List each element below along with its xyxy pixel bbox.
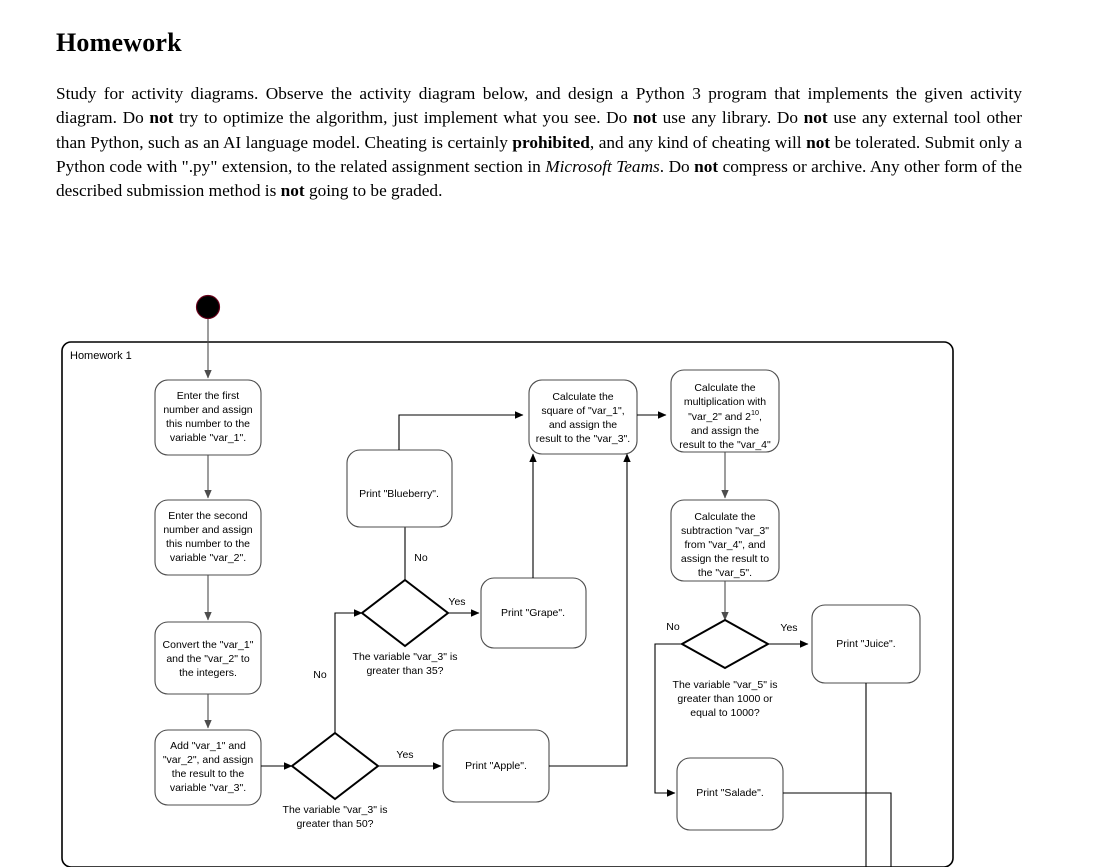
node-add-line-2: "var_2", and assign <box>163 754 254 766</box>
node-add-line-4: variable "var_3". <box>170 782 246 794</box>
paragraph-run-3: not <box>632 108 657 128</box>
node-subtraction-line-4: assign the result to <box>681 553 769 565</box>
edge-label-decision1000-yes: Yes <box>780 622 797 634</box>
start-node-icon <box>195 294 221 320</box>
node-square-line-4: result to the "var_3". <box>536 433 630 445</box>
partition-label: Homework 1 <box>70 350 132 362</box>
node-print-juice-label: Print "Juice". <box>836 638 895 650</box>
node-print-blueberry-label: Print "Blueberry". <box>359 488 439 500</box>
edge-decision50-no-to-decision35 <box>334 609 363 733</box>
node-square-line-1: Calculate the <box>552 391 613 403</box>
node-enter-second-line-4: variable "var_2". <box>170 552 246 564</box>
node-multiplication-line-4: and assign the <box>691 425 759 437</box>
paragraph-run-8: , and any kind of cheating will <box>589 132 807 152</box>
node-subtraction-line-1: Calculate the <box>694 511 755 523</box>
page-title: Homework <box>56 28 182 57</box>
edge-label-decision1000-no: No <box>666 621 680 633</box>
node-convert-line-3: the integers. <box>179 667 237 679</box>
node-square-line-3: and assign the <box>549 419 617 431</box>
paragraph-run-11: Microsoft Teams <box>545 156 660 176</box>
homework-instructions-paragraph: Study for activity diagrams. Observe the… <box>56 82 1022 203</box>
partition-frame <box>61 341 954 867</box>
decision-1000-label-line-3: equal to 1000? <box>690 707 760 719</box>
edge-decision1000-no-to-salade <box>654 643 682 797</box>
decision-var5-ge-1000 <box>679 618 771 670</box>
node-enter-second-line-1: Enter the second <box>168 510 248 522</box>
paragraph-run-5: not <box>803 108 828 128</box>
paragraph-run-0: Study for activity diagrams. Observe the… <box>56 84 1022 128</box>
paragraph-run-16: going to be graded. <box>304 181 443 201</box>
node-print-grape-label: Print "Grape". <box>501 607 565 619</box>
paragraph-run-1: not <box>149 108 174 128</box>
node-convert-line-1: Convert the "var_1" <box>163 639 254 651</box>
node-subtraction-line-5: the "var_5". <box>698 567 752 579</box>
paragraph-run-6: use any external tool other than Python,… <box>56 108 1022 152</box>
node-add-var1-var2 <box>154 729 262 806</box>
decision-var3-greater-35 <box>360 578 450 648</box>
node-multiplication-line-2: multiplication with <box>684 396 766 408</box>
edge-blueberry-to-square <box>398 411 524 450</box>
node-enter-first-line-3: this number to the <box>166 418 250 430</box>
paragraph-run-12: . Do <box>659 156 695 176</box>
paragraph-run-2: try to optimize the algorithm, just impl… <box>173 108 633 128</box>
node-enter-first-line-1: Enter the first <box>177 390 240 402</box>
decision-1000-label-line-2: greater than 1000 or <box>677 693 773 705</box>
decision-50-label-line-1: The variable "var_3" is <box>283 804 388 816</box>
node-add-line-1: Add "var_1" and <box>170 740 246 752</box>
node-convert-line-2: and the "var_2" to <box>166 653 250 665</box>
node-enter-second-line-2: number and assign <box>163 524 252 536</box>
decision-35-label-line-2: greater than 35? <box>366 665 443 677</box>
paragraph-run-7: prohibited <box>512 132 590 152</box>
edge-salade-downward <box>783 792 892 867</box>
edge-label-decision35-yes: Yes <box>448 596 465 608</box>
node-print-salade <box>676 757 784 831</box>
paragraph-run-10: be tolerated. Submit only a Python code … <box>56 132 1023 176</box>
edge-label-decision50-no: No <box>313 669 327 681</box>
node-print-apple-label: Print "Apple". <box>465 760 527 772</box>
paragraph-run-9: not <box>806 132 831 152</box>
edge-apple-to-square <box>549 453 631 767</box>
node-square-line-2: square of "var_1", <box>541 405 624 417</box>
paragraph-run-15: not <box>280 181 305 201</box>
edge-label-decision35-no: No <box>414 552 428 564</box>
paragraph-run-13: not <box>694 156 719 176</box>
multiplication-exponent: 10 <box>751 408 759 417</box>
edge-label-decision50-yes: Yes <box>396 749 413 761</box>
decision-35-label-line-1: The variable "var_3" is <box>353 651 458 663</box>
node-enter-first-line-4: variable "var_1". <box>170 432 246 444</box>
activity-diagram: Homework 1 Enter the first number and as… <box>0 270 1107 867</box>
activity-diagram-canvas: Homework 1 Enter the first number and as… <box>61 294 954 867</box>
decision-var3-greater-50 <box>290 731 380 801</box>
node-multiplication-line-1: Calculate the <box>694 382 755 394</box>
paragraph-run-4: use any library. Do <box>656 108 804 128</box>
node-calculate-square <box>528 379 638 455</box>
decision-50-label-line-2: greater than 50? <box>296 818 373 830</box>
node-enter-second-line-3: this number to the <box>166 538 250 550</box>
node-enter-first-line-2: number and assign <box>163 404 252 416</box>
node-subtraction-line-2: subtraction "var_3" <box>681 525 769 537</box>
paragraph-run-14: compress or archive. Any other form of t… <box>56 156 1022 201</box>
decision-1000-label-line-1: The variable "var_5" is <box>673 679 778 691</box>
node-print-salade-label: Print "Salade". <box>696 787 764 799</box>
node-multiplication-line-3: "var_2" and 210, <box>688 408 762 423</box>
node-add-line-3: the result to the <box>172 768 245 780</box>
node-multiplication-line-5: result to the "var_4" <box>679 439 771 451</box>
node-subtraction-line-3: from "var_4", and <box>685 539 766 551</box>
